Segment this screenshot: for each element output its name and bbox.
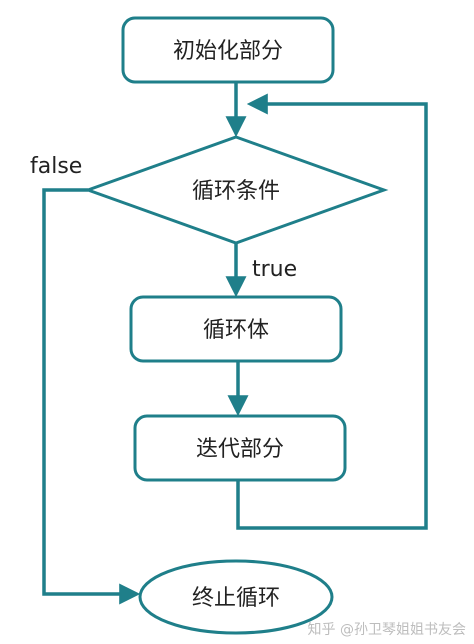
update-node-label: 迭代部分	[196, 437, 284, 462]
init-node-label: 初始化部分	[173, 39, 283, 64]
body-node-label: 循环体	[203, 318, 269, 343]
init-node	[121, 16, 335, 84]
true-label: true	[252, 257, 297, 282]
watermark-text: 知乎 @孙卫琴姐姐书友会	[308, 621, 466, 638]
end-node-label: 终止循环	[192, 586, 280, 611]
condition-node-label: 循环条件	[192, 179, 280, 204]
false-label: false	[30, 154, 82, 179]
edge-condition-false-to-end	[42, 188, 141, 605]
edge-update-loop-back	[236, 93, 428, 530]
